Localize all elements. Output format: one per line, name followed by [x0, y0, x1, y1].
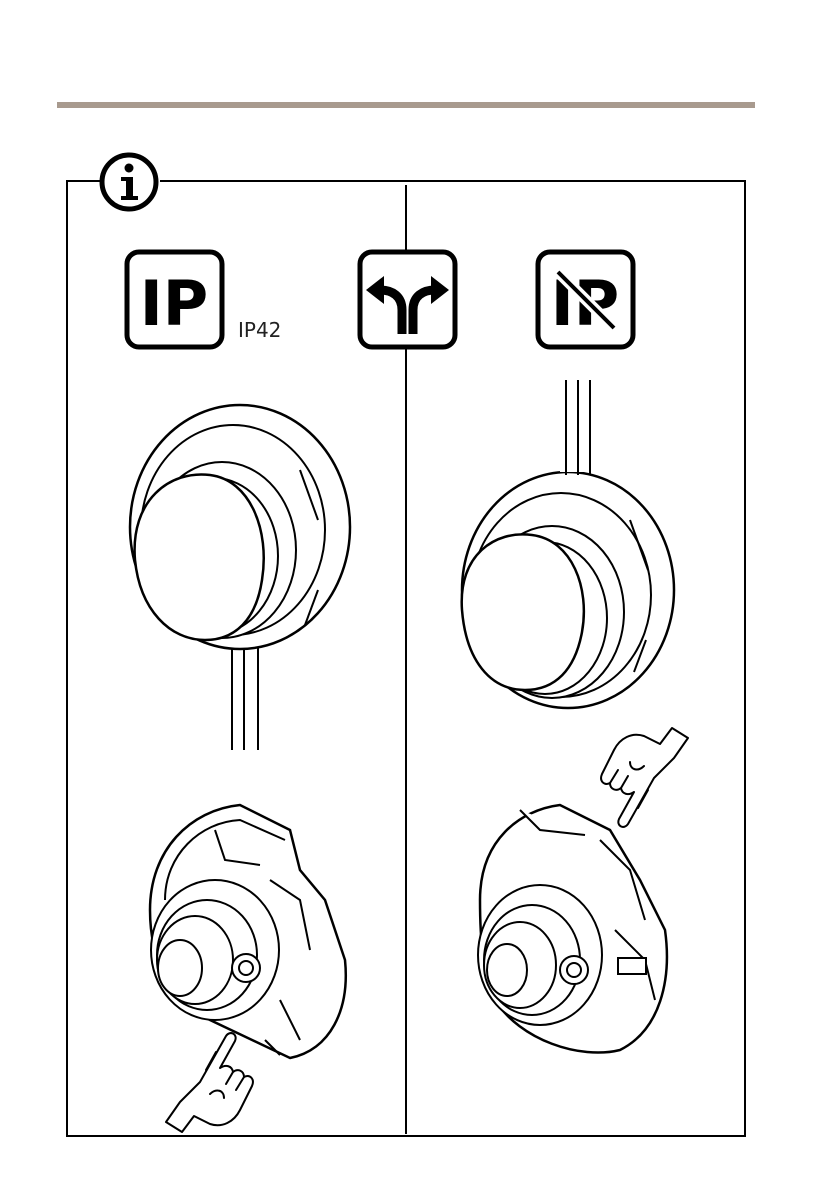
pointing-hand-icon: [601, 728, 688, 827]
base-knockout-top: [478, 805, 667, 1053]
pointing-hand-icon: [166, 1033, 253, 1132]
ip-rating-label: IP42: [238, 318, 281, 342]
base-knockout-bottom: [150, 805, 346, 1058]
dome-with-cable-above: [462, 380, 674, 708]
fork-arrow-icon: [360, 252, 455, 347]
info-icon: [102, 155, 156, 209]
ip-rated-badge: IP: [127, 252, 222, 347]
svg-text:IP: IP: [140, 267, 209, 340]
not-ip-rated-badge: IP: [538, 252, 633, 347]
dome-with-cable-below: [130, 405, 350, 750]
